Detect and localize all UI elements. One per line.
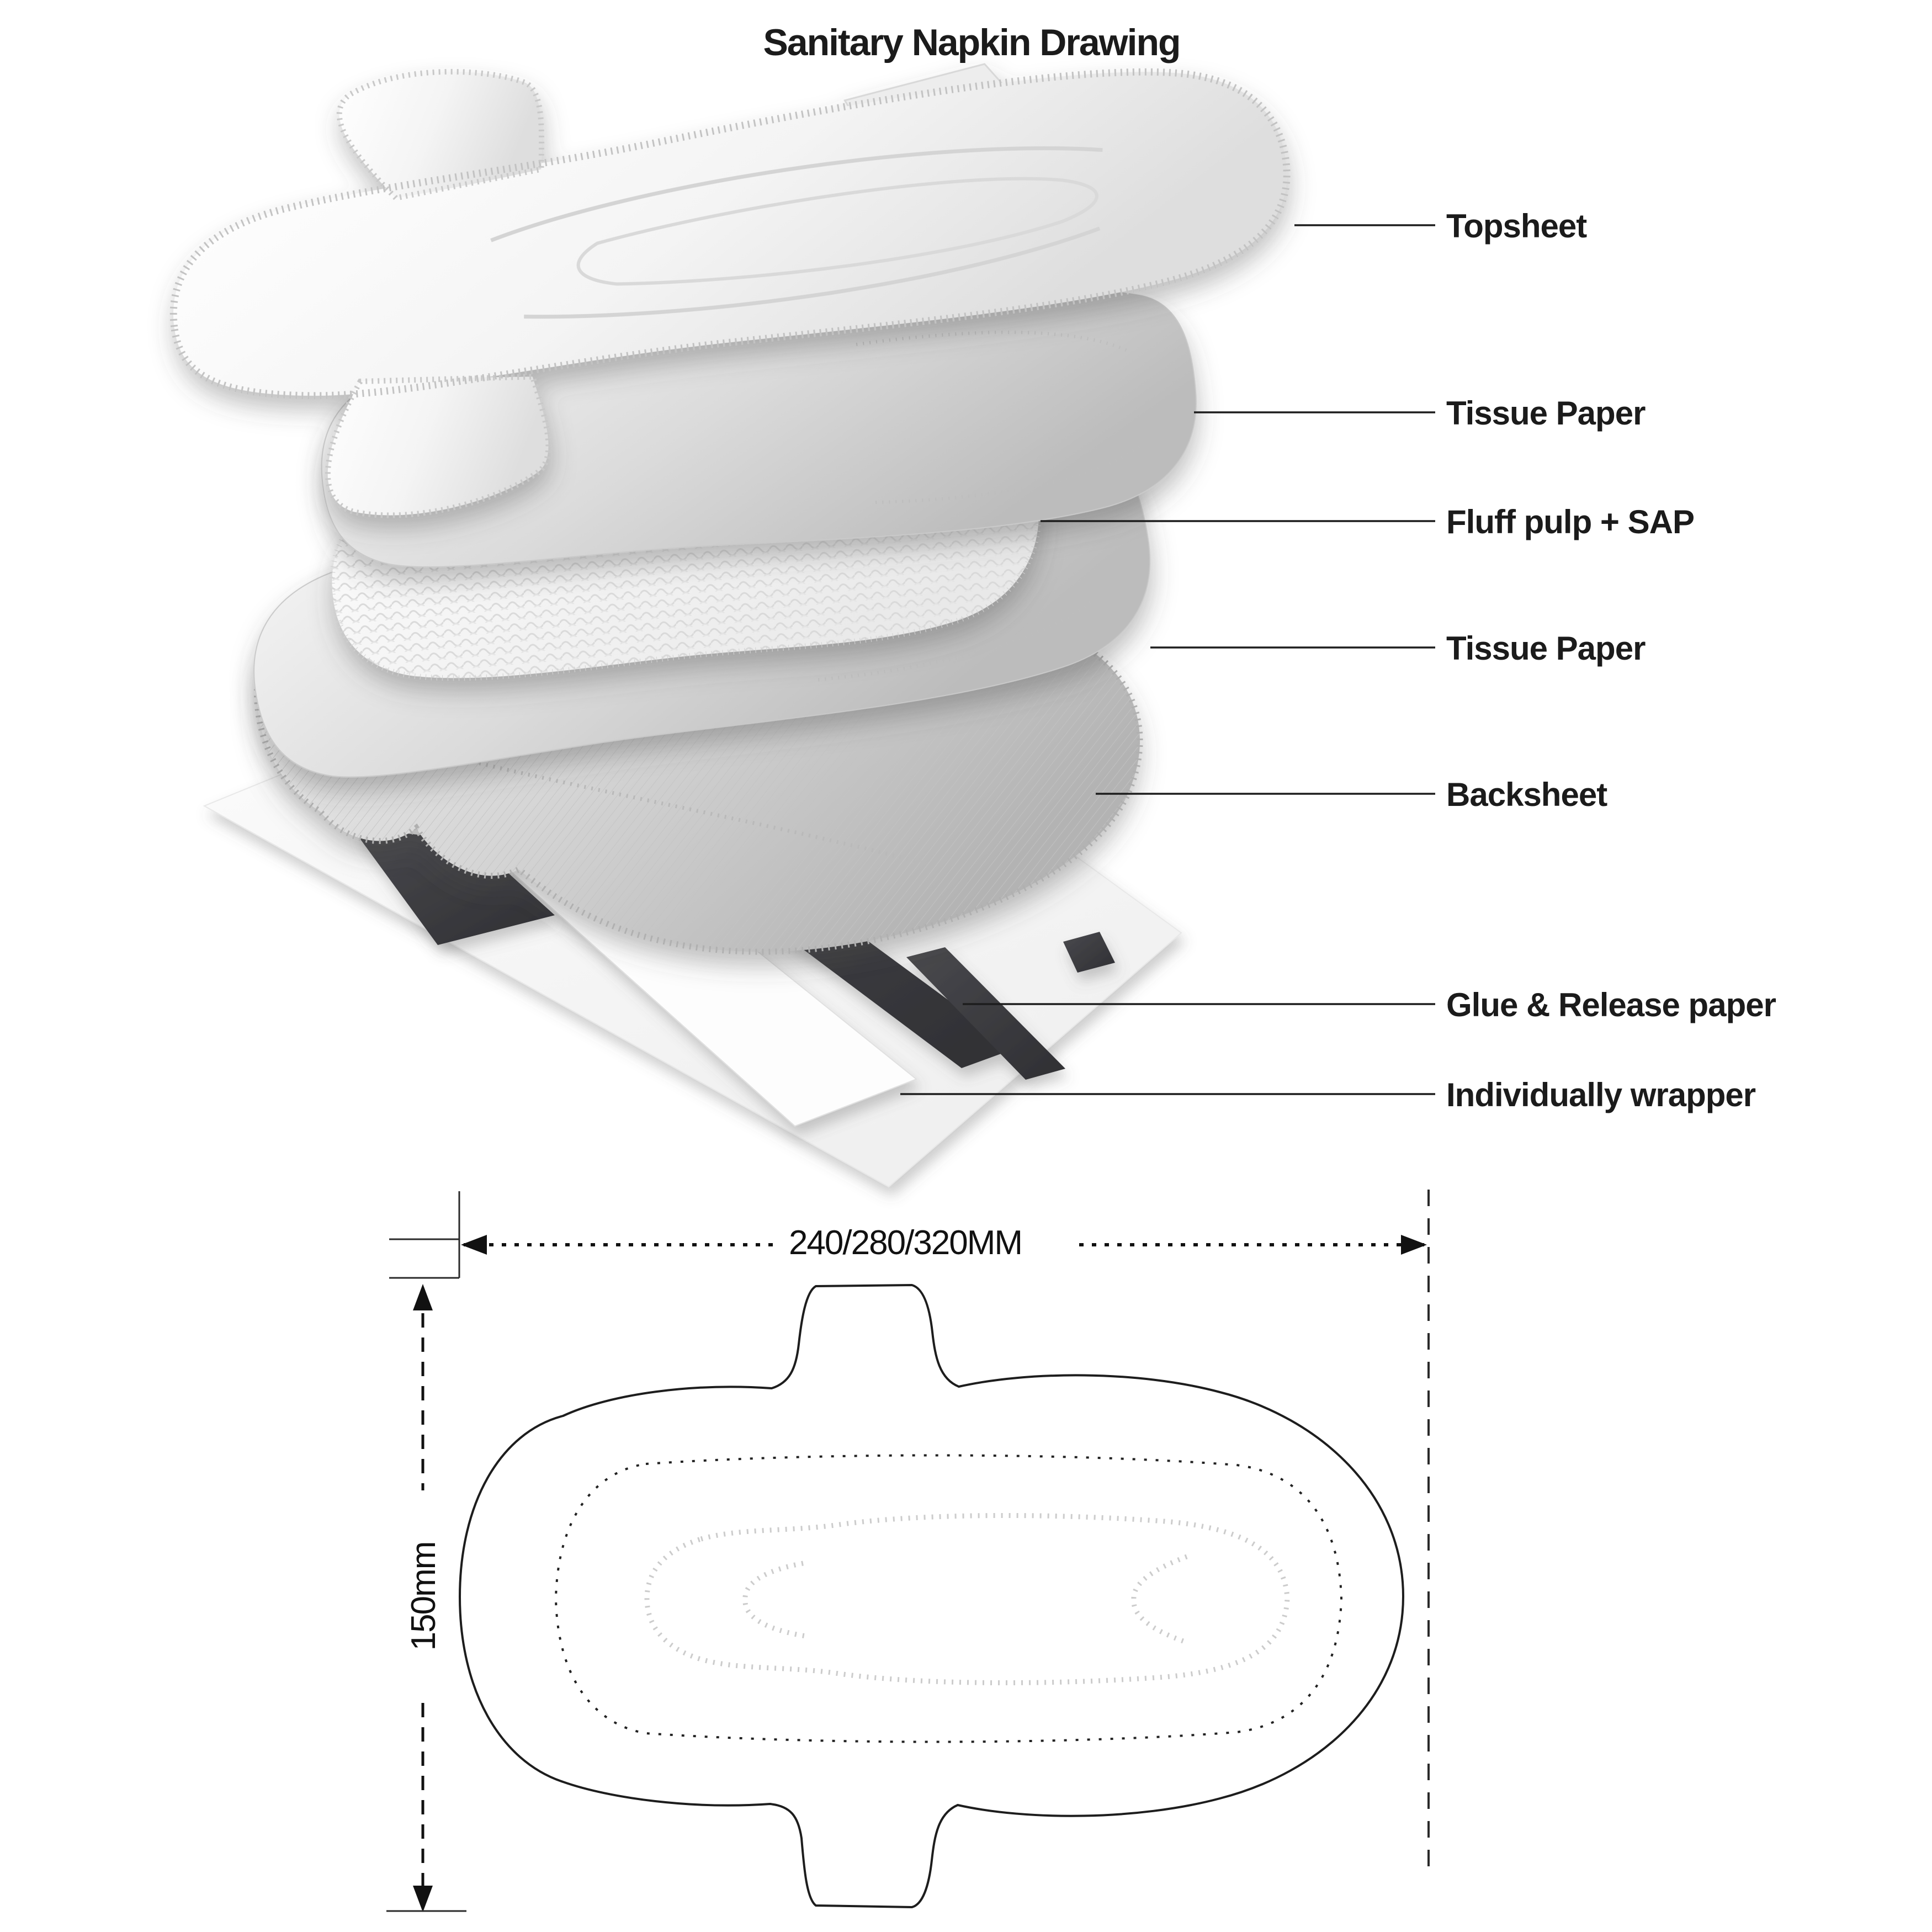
label-tissue-paper-bottom-text: Tissue Paper — [1446, 630, 1646, 667]
length-dimension-text: 240/280/320MM — [789, 1224, 1022, 1262]
label-topsheet: Topsheet — [1294, 208, 1588, 245]
label-individually-wrapper: Individually wrapper — [900, 1076, 1756, 1113]
layer-labels: Topsheet Tissue Paper Fluff pulp + SAP T… — [900, 208, 1777, 1113]
label-backsheet: Backsheet — [1096, 776, 1608, 813]
label-individually-wrapper-text: Individually wrapper — [1446, 1076, 1756, 1113]
length-arrow-right — [1401, 1235, 1427, 1255]
label-tissue-paper-top: Tissue Paper — [1194, 395, 1646, 432]
glue-strip-short — [906, 947, 1065, 1080]
dimension-drawing: 240/280/320MM 150mm — [386, 1190, 1430, 1912]
label-fluff-pulp-sap-text: Fluff pulp + SAP — [1446, 503, 1694, 540]
layer-topsheet — [169, 63, 1291, 518]
label-backsheet-text: Backsheet — [1446, 776, 1607, 813]
topsheet-emboss-line — [524, 226, 1101, 319]
width-dimension: 150mm — [386, 1284, 466, 1912]
pad-outline — [458, 1283, 1405, 1909]
length-dimension: 240/280/320MM — [389, 1190, 1430, 1877]
label-tissue-paper-bottom: Tissue Paper — [1150, 630, 1646, 667]
label-fluff-pulp-sap: Fluff pulp + SAP — [1041, 503, 1695, 540]
topsheet-emboss-line — [490, 146, 1103, 242]
topsheet-upper-wing — [339, 71, 542, 198]
emboss-channel — [644, 1512, 1290, 1686]
glue-patch-left — [352, 828, 555, 945]
label-glue-release-paper-text: Glue & Release paper — [1446, 986, 1776, 1023]
width-dimension-text: 150mm — [405, 1542, 443, 1651]
topsheet-lower-wing — [327, 376, 549, 516]
tissue-stitch-line — [818, 598, 1095, 682]
width-arrow-top — [413, 1284, 433, 1310]
label-tissue-paper-top-text: Tissue Paper — [1446, 395, 1646, 432]
page-title: Sanitary Napkin Drawing — [763, 22, 1180, 63]
label-topsheet-text: Topsheet — [1446, 208, 1587, 245]
label-glue-release-paper: Glue & Release paper — [963, 986, 1777, 1023]
glue-piece-small — [1063, 932, 1115, 973]
length-arrow-left — [461, 1235, 487, 1255]
topsheet-emboss-oval — [576, 177, 1098, 286]
width-arrow-bottom — [413, 1886, 433, 1912]
